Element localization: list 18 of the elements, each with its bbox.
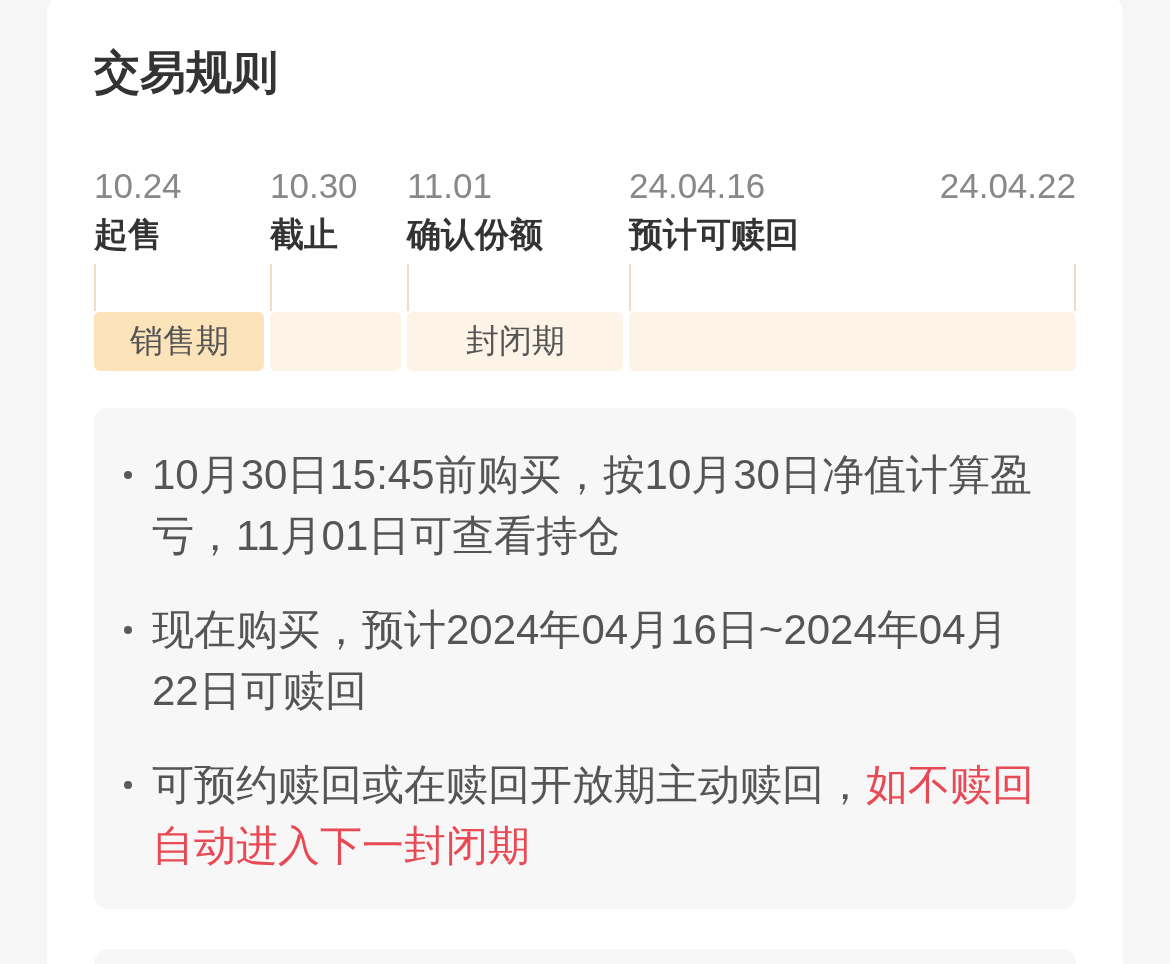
date-label: 10.30	[270, 166, 358, 206]
date-label: 11.01	[407, 166, 492, 206]
notes-panel	[94, 408, 1076, 909]
date-label: 24.04.16	[629, 166, 766, 206]
timeline-segment	[270, 312, 401, 371]
milestone-label: 确认份额	[407, 214, 543, 254]
note-text: 现在购买，预计2024年04月16日~2024年04月22日可赎回	[152, 605, 1009, 716]
timeline-segment	[629, 312, 1076, 371]
timeline-segment: 封闭期	[407, 312, 623, 371]
timeline-segment: 销售期	[94, 312, 264, 371]
milestone-label: 起售	[94, 214, 162, 254]
date-label: 10.24	[94, 166, 182, 206]
note-text: 可预约赎回或在赎回开放期主动赎回，如不赎回自动进入下一封闭期	[152, 760, 1035, 871]
note-text: 10月30日15:45前购买，按10月30日净值计算盈亏，11月01日可查看持仓	[152, 450, 1033, 561]
date-label: 24.04.22	[939, 166, 1076, 206]
milestone-label: 截止	[270, 214, 338, 254]
milestone-label: 预计可赎回	[629, 214, 799, 254]
title: 交易规则	[94, 45, 278, 100]
